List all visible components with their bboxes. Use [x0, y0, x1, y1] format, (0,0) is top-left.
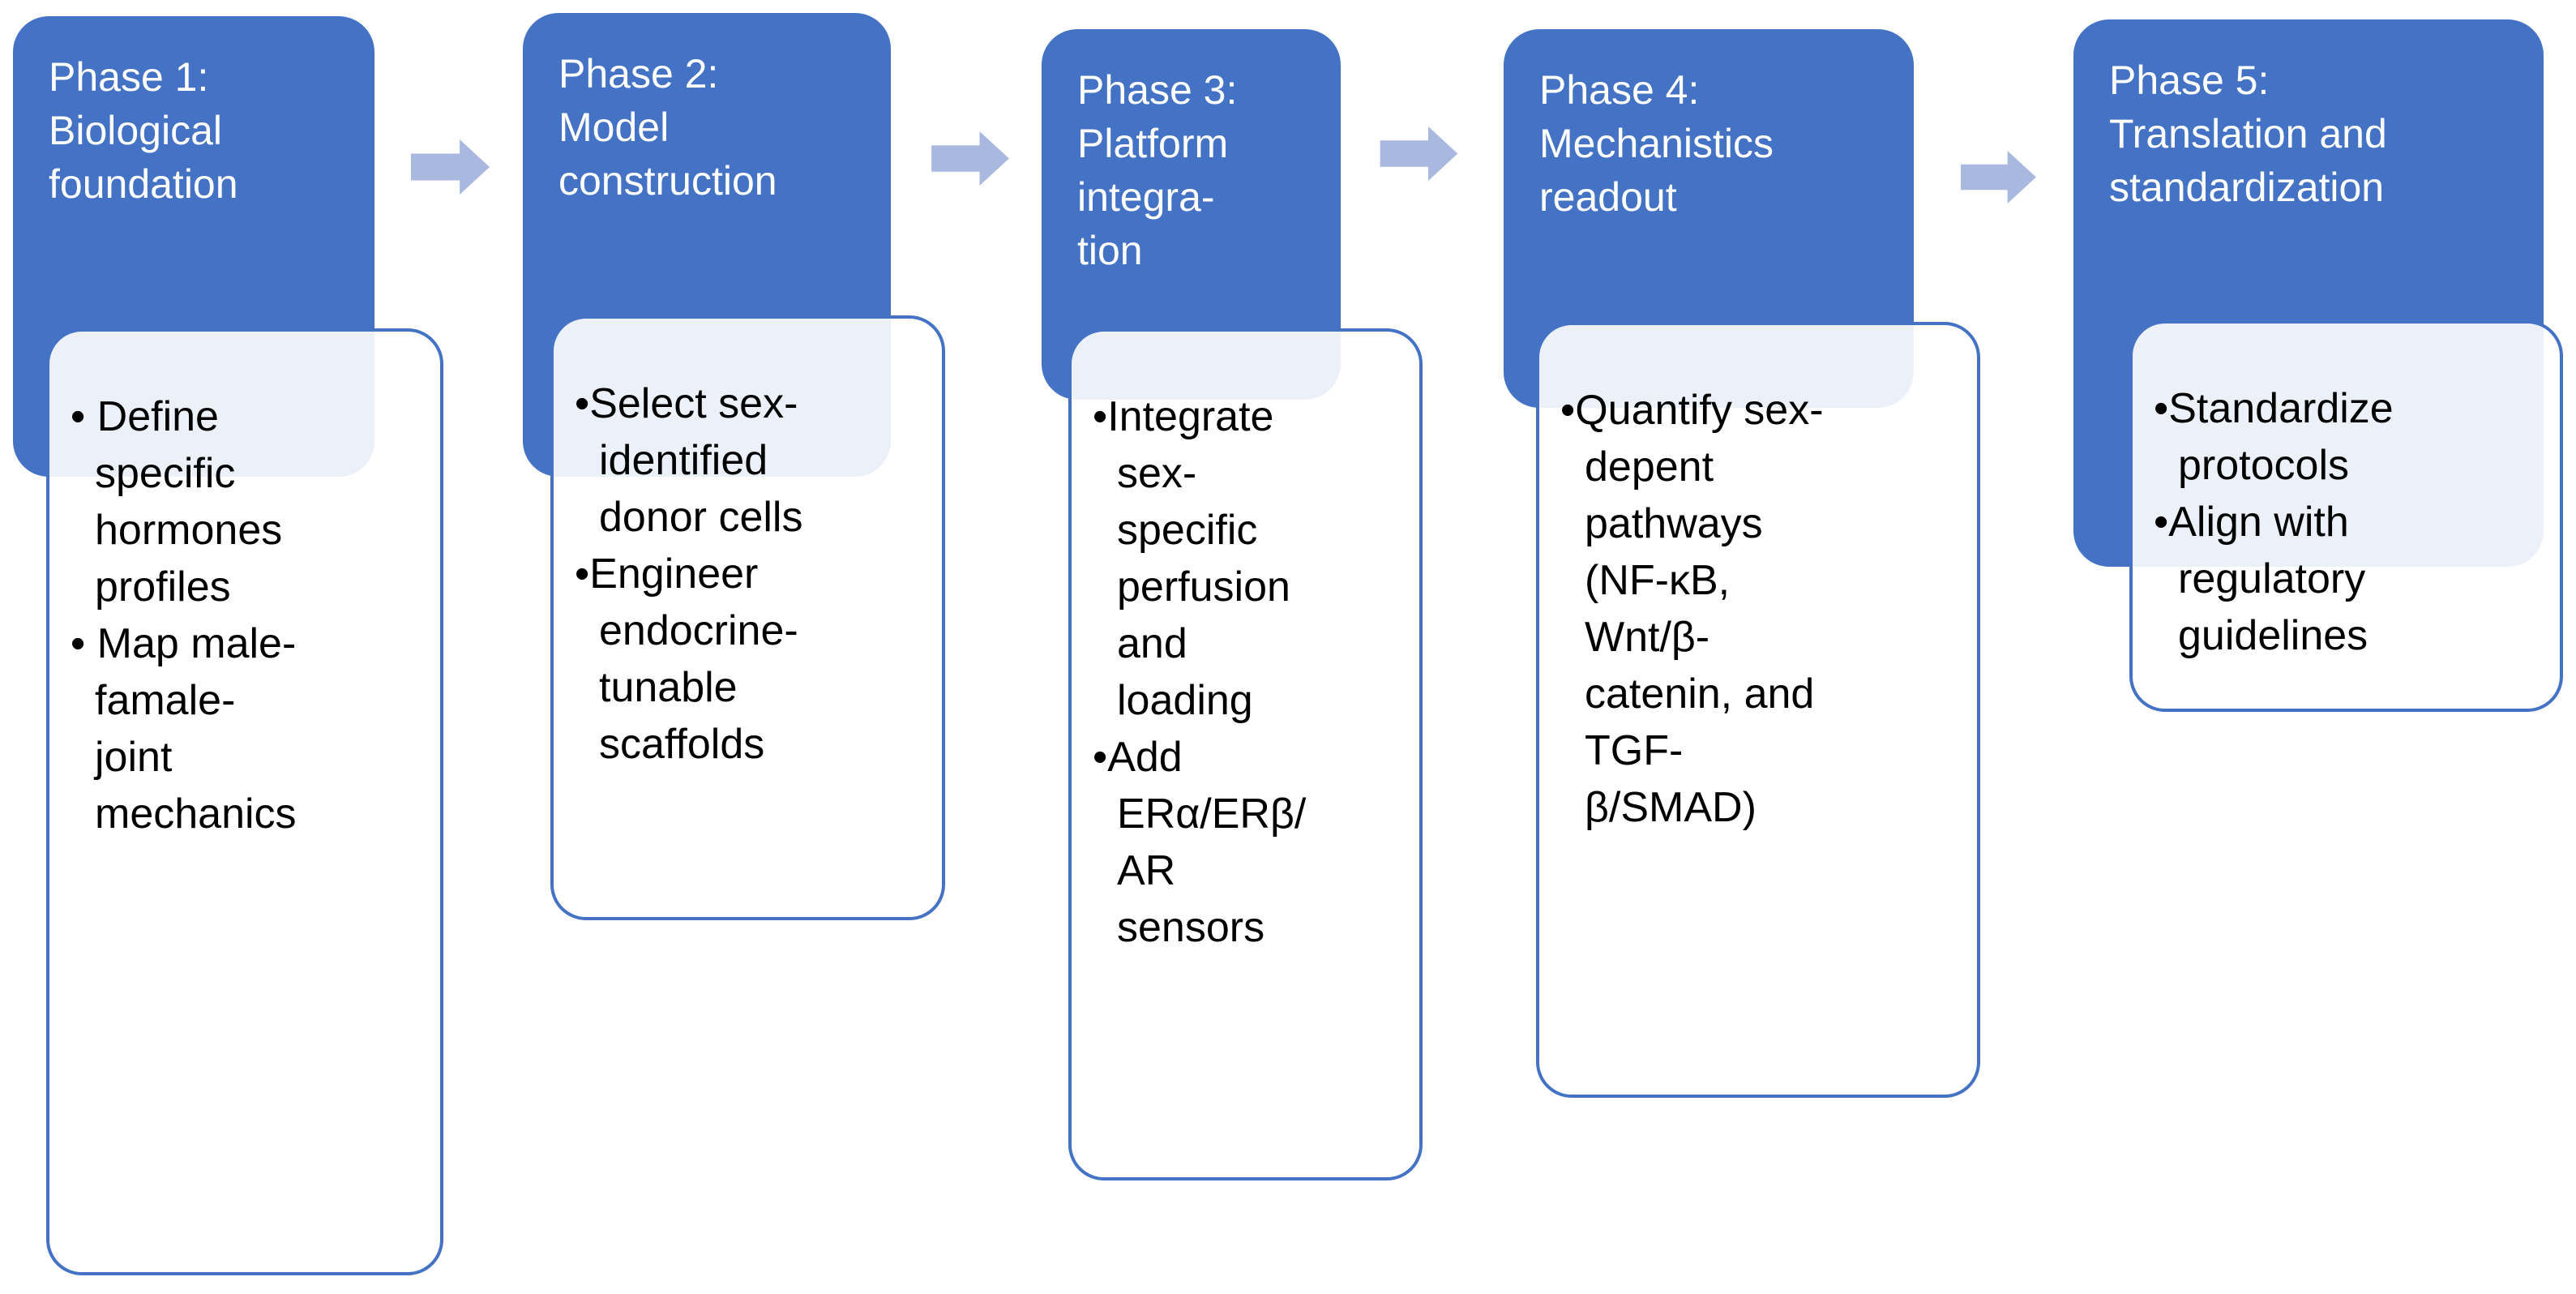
bullet-item: •Select sex-identified donor cells	[575, 375, 926, 546]
right-arrow-icon	[1961, 151, 2036, 204]
bullet-line: perfusion	[1117, 563, 1290, 611]
bullet-line: joint	[95, 734, 173, 781]
bullet-line: famale-	[95, 677, 236, 724]
phase-title-line: foundation	[49, 161, 238, 207]
bullet-line: pathways	[1585, 500, 1763, 547]
right-arrow-icon	[1380, 126, 1458, 181]
bullet-line: scaffolds	[599, 721, 765, 768]
bullet-line: loading	[1117, 677, 1253, 724]
bullet-line: profiles	[95, 563, 231, 611]
bullet-line: sensors	[1117, 904, 1265, 951]
bullet-item: •Integrate sex-specific perfusion and loadin…	[1093, 388, 1403, 729]
bullet-line: tunable	[599, 664, 738, 711]
phase-title-line: Model	[558, 105, 670, 150]
right-arrow-icon	[411, 139, 490, 195]
bullet-line: TGF-	[1585, 727, 1684, 774]
bullet-line: AR	[1117, 847, 1176, 894]
bullet-item: • Map male-famale-joint mechanics	[71, 615, 424, 842]
bullet-line: identified	[599, 437, 768, 484]
phase-title-line: readout	[1539, 174, 1677, 220]
bullet-item: •Quantify sex-depent pathways (NF-κB, Wnt/β…	[1560, 382, 1961, 836]
phase-title-line: tion	[1077, 228, 1143, 273]
phase-title-line: Phase 1:	[49, 54, 209, 100]
bullet-line: depent	[1585, 443, 1714, 491]
phase-title-line: Phase 3:	[1077, 67, 1238, 113]
phase-title-line: Phase 2:	[558, 51, 719, 96]
phase-title-line: Phase 5:	[2109, 58, 2270, 103]
bullet-line: hormones	[95, 507, 283, 554]
bullet-line: Wnt/β-	[1585, 614, 1710, 661]
bullet-item: •Align with regulatory guidelines	[2154, 494, 2544, 664]
phase-title-line: Phase 4:	[1539, 67, 1700, 113]
bullet-line: • Map male-	[71, 620, 297, 667]
bullet-line: •Quantify sex-	[1560, 387, 1824, 434]
bullet-line: endocrine-	[599, 607, 798, 654]
bullet-line: •Standardize	[2154, 385, 2394, 432]
phase-title-line: Biological	[49, 108, 223, 153]
bullet-line: protocols	[2178, 442, 2349, 489]
bullet-item: • Define specific hormones profiles	[71, 388, 424, 615]
bullet-line: •Align with	[2154, 499, 2349, 546]
bullet-line: specific	[95, 450, 236, 497]
phase-title-line: construction	[558, 158, 777, 204]
bullet-line: •Add	[1093, 734, 1183, 781]
phase-title-line: standardization	[2109, 165, 2385, 210]
bullet-line: mechanics	[95, 791, 297, 838]
bullet-line: β/SMAD)	[1585, 784, 1757, 831]
bullet-line: •Select sex-	[575, 380, 798, 427]
phase-title-line: Mechanistics	[1539, 121, 1774, 166]
bullet-item: •Engineer endocrine-tunable scaffolds	[575, 546, 926, 773]
bullet-line: (NF-κB,	[1585, 557, 1731, 604]
phase-title-line: integra-	[1077, 174, 1215, 220]
bullet-line: catenin, and	[1585, 671, 1815, 718]
phase-2-details-box: •Select sex-identified donor cells •Engine…	[550, 315, 945, 920]
bullet-line: regulatory	[2178, 555, 2366, 602]
bullet-item: •Standardize protocols	[2154, 380, 2544, 494]
bullet-line: specific	[1117, 507, 1258, 554]
bullet-line: • Define	[71, 393, 219, 440]
phase-5-details-box: •Standardize protocols •Align with regulato…	[2129, 320, 2563, 712]
bullet-line: sex-	[1117, 450, 1197, 497]
right-arrow-icon	[931, 131, 1009, 186]
phase-title-line: Platform	[1077, 121, 1229, 166]
phase-4-details-box: •Quantify sex-depent pathways (NF-κB, Wnt/β…	[1536, 322, 1980, 1098]
phase-3-details-box: •Integrate sex-specific perfusion and loadin…	[1068, 328, 1423, 1180]
bullet-line: donor cells	[599, 494, 803, 541]
bullet-line: •Engineer	[575, 551, 759, 598]
bullet-line: and	[1117, 620, 1187, 667]
bullet-line: •Integrate	[1093, 393, 1274, 440]
bullet-line: guidelines	[2178, 612, 2368, 659]
bullet-line: ERα/ERβ/	[1117, 791, 1307, 838]
phase-title-line: Translation and	[2109, 111, 2387, 156]
